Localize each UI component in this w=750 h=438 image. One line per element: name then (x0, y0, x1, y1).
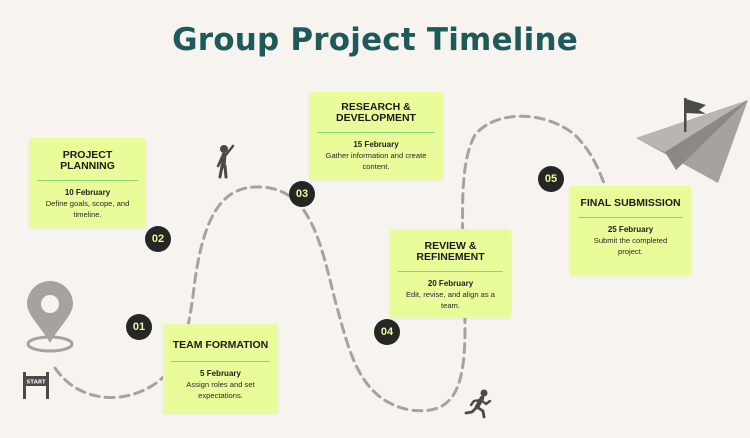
step-heading: RESEARCH & DEVELOPMENT (336, 101, 416, 124)
location-pin-icon (26, 280, 74, 353)
start-sign-icon: START (23, 372, 49, 399)
step-heading: FINAL SUBMISSION (580, 197, 681, 209)
step-card-research-development: RESEARCH & DEVELOPMENT 15 February Gathe… (309, 92, 443, 180)
step-heading: REVIEW & REFINEMENT (416, 240, 485, 263)
step-number-badge: 05 (538, 166, 564, 192)
step-description: Submit the completed project. (593, 236, 668, 256)
step-card-final-submission: FINAL SUBMISSION 25 February Submit the … (570, 186, 691, 275)
step-card-team-formation: TEAM FORMATION 5 February Assign roles a… (163, 324, 278, 413)
card-divider (398, 271, 503, 272)
step-description: Assign roles and set expectations. (186, 380, 255, 400)
step-number-badge: 02 (145, 226, 171, 252)
start-sign-label: START (26, 380, 46, 386)
step-date: 10 February (64, 188, 111, 197)
flag-icon (684, 98, 706, 132)
card-divider (37, 180, 138, 181)
step-card-project-planning: PROJECT PLANNING 10 February Define goal… (29, 138, 146, 228)
card-divider (578, 217, 683, 218)
step-date: 25 February (607, 225, 654, 234)
step-description: Edit, revise, and align as a team. (405, 290, 496, 310)
step-number-badge: 04 (374, 319, 400, 345)
step-date: 20 February (427, 279, 474, 288)
page-title: Group Project Timeline (172, 22, 578, 58)
card-divider (317, 132, 435, 133)
step-description: Define goals, scope, and timeline. (45, 199, 130, 219)
person-running-icon (464, 389, 492, 419)
paper-plane-icon (636, 100, 748, 183)
card-divider (171, 361, 270, 362)
step-heading: TEAM FORMATION (172, 339, 269, 351)
step-number-badge: 03 (289, 181, 315, 207)
step-number-badge: 01 (126, 314, 152, 340)
step-date: 15 February (353, 140, 399, 149)
step-description: Gather information and create content. (325, 151, 427, 171)
step-heading: PROJECT PLANNING (60, 149, 115, 172)
person-pointing-icon (216, 144, 235, 179)
step-date: 5 February (200, 369, 241, 378)
step-card-review-refinement: REVIEW & REFINEMENT 20 February Edit, re… (390, 229, 511, 318)
